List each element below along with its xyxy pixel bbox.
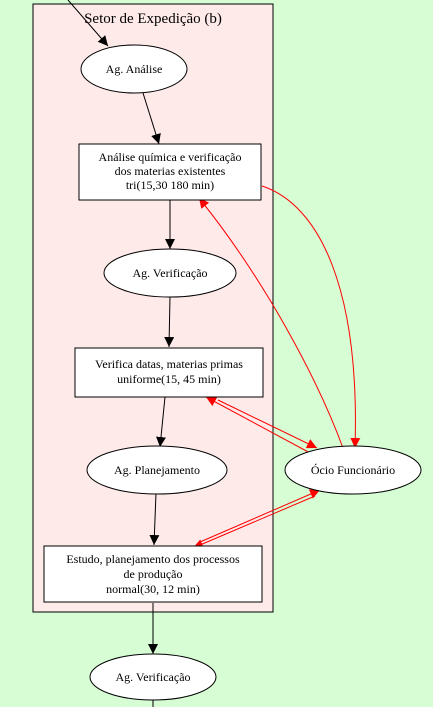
- node-ag-analise[interactable]: Ag. Análise: [80, 44, 188, 94]
- edge-ocio-to-estudo: [192, 495, 316, 549]
- node-analise-quimica[interactable]: Análise química e verificação dos materi…: [78, 143, 262, 201]
- ocio-funcionario-label: Ócio Funcionário: [311, 463, 395, 477]
- verifica-datas-shape: [74, 347, 264, 398]
- verifica-datas-label-line-1: Verifica datas, materias primas: [95, 357, 243, 371]
- cluster-title: Setor de Expedição (b): [84, 11, 222, 27]
- ag-verificacao-2-label: Ag. Verificação: [115, 670, 190, 684]
- analise-quimica-label-line-2: dos materias existentes: [115, 164, 226, 178]
- edge-ocio-to-analise-quimica: [198, 197, 344, 449]
- red-edges: [192, 185, 361, 549]
- ag-planejamento-shape: [86, 445, 228, 495]
- edge-analise-quimica-to-ocio: [261, 185, 361, 449]
- edge-verifica-datas-to-ag-planejamento: [156, 396, 166, 448]
- edge-ag-planejamento-to-estudo: [149, 492, 160, 546]
- analise-quimica-label-line-3: tri(15,30 180 min): [126, 178, 214, 192]
- node-ag-verificacao-1[interactable]: Ag. Verificação: [103, 248, 237, 298]
- edge-verifica-datas-to-ocio: [217, 399, 318, 449]
- ag-verificacao-1-label: Ag. Verificação: [132, 266, 207, 280]
- estudo-planejamento-label-line-3: normal(30, 12 min): [106, 582, 200, 596]
- analise-quimica-shape: [78, 143, 262, 201]
- ag-verificacao-2-shape: [89, 653, 217, 701]
- ag-planejamento-label: Ag. Planejamento: [114, 463, 200, 477]
- node-estudo-planejamento[interactable]: Estudo, planejamento dos processos de pr…: [43, 545, 263, 603]
- edge-ag-verificacao-to-verifica-datas: [164, 295, 175, 348]
- ocio-funcionario-shape: [284, 445, 422, 495]
- node-verifica-datas[interactable]: Verifica datas, materias primas uniforme…: [74, 347, 264, 398]
- estudo-planejamento-label-line-2: de produção: [124, 567, 183, 581]
- edge-ocio-to-verifica-datas: [205, 396, 313, 455]
- node-ag-planejamento[interactable]: Ag. Planejamento: [86, 445, 228, 495]
- ag-verificacao-1-shape: [103, 248, 237, 298]
- ag-analise-label: Ag. Análise: [106, 62, 163, 76]
- edge-ag-analise-to-analise-quimica: [142, 92, 161, 145]
- cluster-box: [32, 3, 274, 613]
- analise-quimica-label-line-1: Análise química e verificação: [99, 150, 242, 164]
- cluster-setor-expedicao: Setor de Expedição (b): [32, 3, 274, 613]
- estudo-planejamento-label-line-1: Estudo, planejamento dos processos: [66, 552, 240, 566]
- black-edges: [67, 0, 175, 707]
- node-ocio-funcionario[interactable]: Ócio Funcionário: [284, 445, 422, 495]
- edge-estudo-to-ocio: [199, 489, 321, 543]
- ag-analise-shape: [80, 44, 188, 94]
- estudo-planejamento-shape: [43, 545, 263, 603]
- edge-entrada-to-ag-analise: [67, 0, 109, 47]
- node-ag-verificacao-2[interactable]: Ag. Verificação: [89, 653, 217, 701]
- verifica-datas-label-line-2: uniforme(15, 45 min): [117, 372, 221, 386]
